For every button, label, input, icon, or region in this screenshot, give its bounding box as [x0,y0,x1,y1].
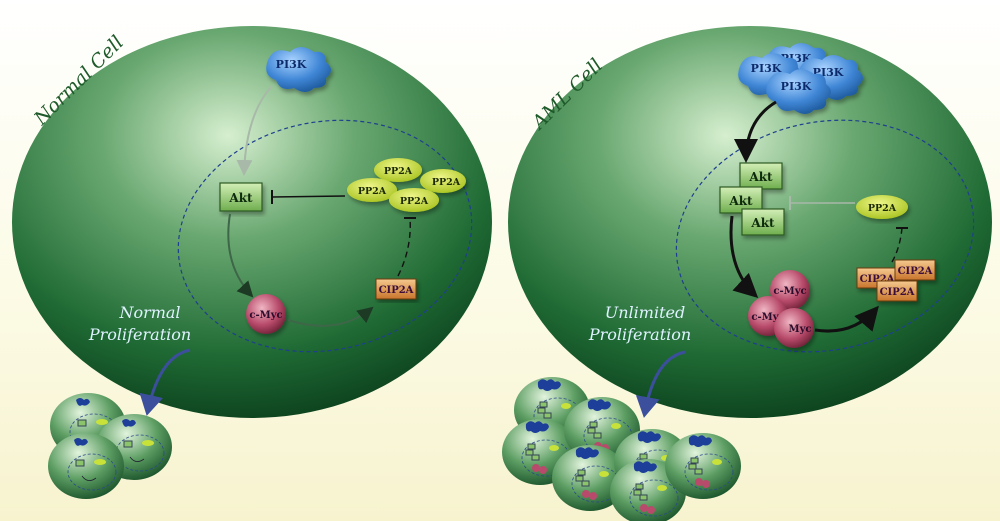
aml-pi3k-label-4: PI3K [781,80,812,93]
normal-nucleus-outline [177,119,473,353]
arrow-pi3k-to-akt [236,85,273,176]
pp2a-blob [374,158,422,182]
aml-cmyc-label-2: c-Myc [751,312,784,323]
normal-pp2a-label-3: PP2A [400,196,429,207]
aml-proliferation-line1: Unlimited [605,303,685,322]
cip2a-box [876,280,918,302]
normal-pp2a-label-1: PP2A [384,166,413,177]
aml-pp2a: PP2A [856,195,908,219]
normal-akt-label: Akt [228,191,253,205]
arrow-to-daughter-cells [139,348,191,416]
normal-cip2a-label: CIP2A [379,285,414,296]
normal-cip2a: CIP2A [375,278,417,300]
arrow-cmyc-to-cip2a [814,305,879,333]
cmyc-sphere [774,308,814,348]
arrow-akt-to-cmyc [227,213,254,298]
pp2a-blob [347,178,397,202]
cmyc-sphere [246,294,286,334]
akt-box [219,182,263,212]
akt-box [741,208,785,236]
normal-proliferation-line2: Proliferation [88,325,191,344]
aml-akt-stack: Akt Akt Akt [719,162,785,236]
aml-cip2a-label-2: CIP2A [898,266,933,277]
aml-cmyc-cluster: c-Myc c-Myc Myc [748,270,814,348]
aml-proliferation-line2: Proliferation [588,325,691,344]
cip2a-box [375,278,417,300]
aml-pi3k-label-2: PI3K [751,62,782,75]
inhibition-cip2a-to-pp2a [891,227,903,263]
aml-akt-label-2: Akt [728,194,753,208]
pi3k-blob-icon [266,47,331,92]
inhibition-cip2a-to-pp2a [397,217,411,277]
normal-pp2a-label-2: PP2A [358,186,387,197]
normal-pp2a-label-4: PP2A [432,177,461,188]
normal-pi3k-label: PI3K [276,58,307,71]
arrow-cmyc-to-cip2a [287,306,374,327]
normal-pp2a-cluster: PP2A PP2A PP2A PP2A [347,158,466,212]
aml-nucleus-outline [675,119,975,353]
akt-box [739,162,783,190]
aml-cmyc-label-3: Myc [789,324,812,335]
arrow-pi3k-to-akt [734,100,777,163]
aml-cmyc-label-1: c-Myc [773,286,806,297]
arrow-to-daughter-cells [635,350,686,418]
pi3k-blob-icon [766,69,831,114]
aml-cip2a-label-3: CIP2A [880,287,915,298]
pp2a-blob [856,195,908,219]
aml-pp2a-label: PP2A [868,203,897,214]
aml-cell: AML Cell PI3K PI3K PI3K PI3K Akt Akt Akt… [501,26,992,521]
normal-akt: Akt [219,182,263,212]
aml-pi3k-cluster: PI3K PI3K PI3K PI3K [738,43,863,114]
inhibition-pp2a-to-akt [271,195,346,198]
normal-pi3k: PI3K [266,47,331,92]
normal-proliferation-line1: Normal [118,303,180,322]
aml-cip2a-stack: CIP2A CIP2A CIP2A [856,259,936,302]
arrow-akt-to-cmyc [729,215,759,299]
normal-daughter-cells [47,392,173,500]
aml-akt-label-3: Akt [750,216,775,230]
aml-akt-label-1: Akt [748,170,773,184]
normal-cell: Normal Cell PI3K Akt PP2A PP2A PP2A PP2A… [12,26,492,500]
normal-cmyc-label: c-Myc [249,310,282,321]
normal-cmyc: c-Myc [246,294,286,334]
pp2a-blob [420,169,466,193]
pp2a-blob [389,188,439,212]
aml-cip2a-label-1: CIP2A [860,274,895,285]
cip2a-box [894,259,936,281]
